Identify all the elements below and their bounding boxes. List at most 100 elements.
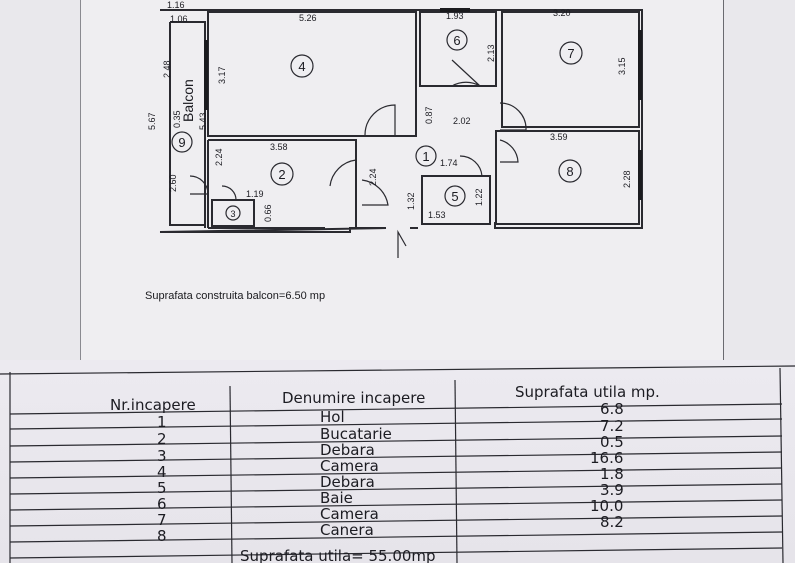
dim-room2-width: 3.58 [270,142,288,152]
col-divider-2 [454,379,458,563]
dim-room5-w: 1.53 [428,210,446,220]
room-number-3: 3 [230,209,235,219]
row-7-nr: 7 [157,511,167,529]
dim-room4-height: 3.17 [217,66,227,84]
row-7-area: 10.0 [590,497,623,515]
room-1-circle [415,145,437,167]
dim-room8-width: 3.59 [550,132,568,142]
dim-balcon-low: 2.60 [168,174,178,192]
row-2-area: 7.2 [600,417,624,435]
table-top-line [0,365,795,375]
dim-room7-height: 3.15 [617,57,627,75]
entry-arrow-icon [397,229,407,258]
header-area: Suprafata utila mp. [515,383,660,401]
room-6-circle [446,29,468,51]
room-number-2: 2 [278,167,285,182]
row-2-nr: 2 [157,430,167,448]
row-8-area: 8.2 [600,513,624,531]
dim-balcon-h1: 2.48 [162,60,172,78]
door-arc-kitchen [329,159,357,187]
dim-top-left-1: 1.16 [167,0,185,10]
outer-wall [159,9,643,233]
row-1-area: 6.8 [600,400,624,418]
row-line-2 [9,435,783,447]
row-6-nr: 6 [157,495,167,513]
door-arc-room8 [499,139,519,163]
door-arc-balcony [189,175,209,195]
total-area: Suprafata utila= 55.00mp [240,547,436,563]
header-nr: Nr.incapere [110,396,196,414]
dim-room4-width: 5.26 [299,13,317,23]
row-line-7 [9,515,783,527]
room-4-wall [207,11,417,137]
row-4-name: Camera [320,457,379,475]
room-2-wall [207,139,357,229]
room-number-8: 8 [566,164,573,179]
row-5-name: Debara [320,473,375,491]
room-3-circle [225,205,241,221]
door-arc-storage [459,155,483,177]
room-5-circle [444,185,466,207]
room-4-circle [290,54,314,78]
row-line-5 [9,483,783,495]
row-5-area: 1.8 [600,465,624,483]
dim-room6-width: 1.93 [446,11,464,21]
dim-room8-height: 2.28 [622,170,632,188]
room-number-9: 9 [178,135,185,150]
room-number-7: 7 [567,46,574,61]
door-arc-room3 [221,185,237,201]
row-5-nr: 5 [157,479,167,497]
door-arc-bath [451,59,481,87]
col-divider-1 [229,385,233,563]
dim-room6-height: 2.13 [486,44,496,62]
dim-hall-b: 2.02 [453,116,471,126]
room-5-wall [421,175,491,225]
balcony-wall [169,21,206,228]
door-arc-entry [361,179,389,206]
dim-room7-width: 3.20 [553,8,571,18]
row-1-nr: 1 [157,413,167,431]
row-line-4 [9,467,783,479]
drawing-sheet [80,0,724,369]
row-3-name: Debara [320,441,375,459]
room-6-wall [419,11,497,87]
row-line-6 [9,499,783,511]
door-arc-hall [364,104,396,136]
row-line-1 [9,418,783,430]
balcon-label: Balcon [180,79,196,122]
room-9-circle [171,131,193,153]
dim-left-outer: 5.67 [147,112,157,130]
row-3-area: 0.5 [600,433,624,451]
floor-plan: 4 6 7 2 1 5 8 3 9 1.16 1.06 5.26 1.93 3.… [147,0,643,258]
dim-hall-c: 1.32 [406,192,416,210]
row-line-3 [9,451,783,463]
table-right-border [779,367,784,563]
door-arc-room7 [499,102,527,131]
dim-hall-a: 0.87 [424,106,434,124]
row-8-nr: 8 [157,527,167,545]
rooms-table: Nr.incapere Denumire incapere Suprafata … [0,360,795,563]
row-7-name: Camera [320,505,379,523]
dim-room3-h: 0.66 [263,204,273,222]
dim-balcon-h3: 5.43 [198,112,208,130]
room-2-circle [270,162,294,186]
room-number-4: 4 [298,59,305,74]
row-4-area: 16.6 [590,449,623,467]
dim-room2-height: 2.24 [214,148,224,166]
row-line-8 [9,531,783,543]
row-3-nr: 3 [157,447,167,465]
row-4-nr: 4 [157,463,167,481]
row-line-9 [9,547,783,559]
header-line [9,403,783,415]
row-2-name: Bucatarie [320,425,392,443]
dim-room5-b: 1.22 [474,188,484,206]
room-8-circle [558,159,582,183]
header-name: Denumire incapere [282,389,425,407]
dim-hall-height: 2.24 [368,168,378,186]
row-8-name: Canera [320,521,374,539]
room-number-6: 6 [453,33,460,48]
row-1-name: Hol [320,408,345,426]
row-6-area: 3.9 [600,481,624,499]
dim-top-left-2: 1.06 [170,14,188,24]
room-7-circle [559,41,583,65]
